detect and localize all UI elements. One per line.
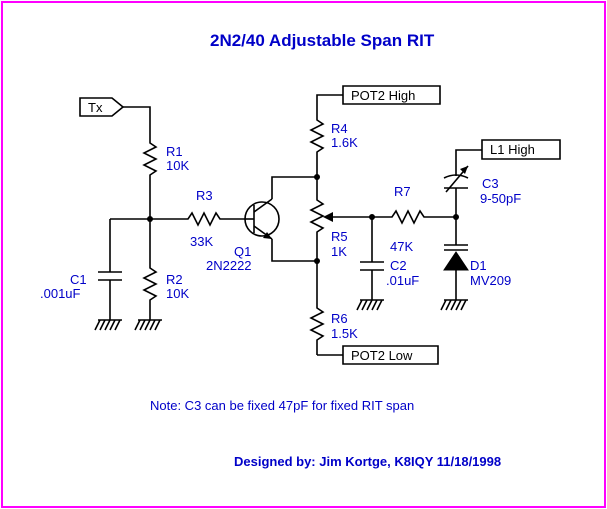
designer-credit: Designed by: Jim Kortge, K8IQY 11/18/199…: [234, 454, 501, 469]
wire-pot2-high: [316, 94, 343, 114]
r6-value: 1.5K: [331, 326, 358, 341]
c3-value: 9-50pF: [480, 191, 521, 206]
r6-ref: R6: [331, 311, 348, 326]
potentiometer-r5: R5 1K: [309, 177, 372, 261]
q1-value: 2N2222: [206, 258, 252, 273]
r2-value: 10K: [166, 286, 189, 301]
transistor-q1: Q1 2N2222: [206, 198, 280, 273]
capacitor-c3: C3 9-50pF: [443, 149, 521, 217]
ground-d1: [440, 299, 468, 311]
r2-ref: R2: [166, 272, 183, 287]
design-note: Note: C3 can be fixed 47pF for fixed RIT…: [150, 398, 414, 413]
ground-r2: [134, 319, 162, 331]
ground-c2: [356, 299, 384, 311]
resistor-r3: R3 33K: [183, 188, 244, 249]
diagram-title: 2N2/40 Adjustable Span RIT: [210, 31, 435, 50]
port-l1-high: L1 High: [481, 139, 561, 160]
r7-ref: R7: [394, 184, 411, 199]
r7-value: 47K: [390, 239, 413, 254]
capacitor-c2: C2 .01uF: [360, 217, 419, 300]
wire-tx: [123, 106, 151, 137]
r1-value: 10K: [166, 158, 189, 173]
c2-ref: C2: [390, 258, 407, 273]
resistor-r2: R2 10K: [142, 262, 189, 320]
d1-ref: D1: [470, 258, 487, 273]
c2-value: .01uF: [386, 273, 419, 288]
r3-ref: R3: [196, 188, 213, 203]
diode-d1: D1 MV209: [443, 217, 511, 300]
port-tx: Tx: [79, 97, 125, 117]
c1-ref: C1: [70, 272, 87, 287]
r5-value: 1K: [331, 244, 347, 259]
port-pot2-high-label: POT2 High: [351, 88, 415, 103]
r4-ref: R4: [331, 121, 348, 136]
port-tx-label: Tx: [88, 100, 103, 115]
q1-ref: Q1: [234, 244, 251, 259]
c1-value: .001uF: [40, 286, 81, 301]
r3-value: 33K: [190, 234, 213, 249]
r5-ref: R5: [331, 229, 348, 244]
d1-value: MV209: [470, 273, 511, 288]
port-l1-high-label: L1 High: [490, 142, 535, 157]
r1-ref: R1: [166, 144, 183, 159]
wire-collector: [271, 176, 317, 199]
resistor-r7: R7 47K: [372, 184, 456, 254]
wire-emitter: [271, 239, 317, 262]
capacitor-c1: C1 .001uF: [40, 219, 122, 320]
port-pot2-low: POT2 Low: [342, 345, 439, 365]
resistor-r1: R1 10K: [142, 137, 189, 180]
port-pot2-high: POT2 High: [342, 85, 441, 105]
resistor-r4: R4 1.6K: [309, 114, 358, 177]
ground-c1: [94, 319, 122, 331]
resistor-r6: R6 1.5K: [309, 261, 358, 355]
port-pot2-low-label: POT2 Low: [351, 348, 413, 363]
r4-value: 1.6K: [331, 135, 358, 150]
c3-ref: C3: [482, 176, 499, 191]
